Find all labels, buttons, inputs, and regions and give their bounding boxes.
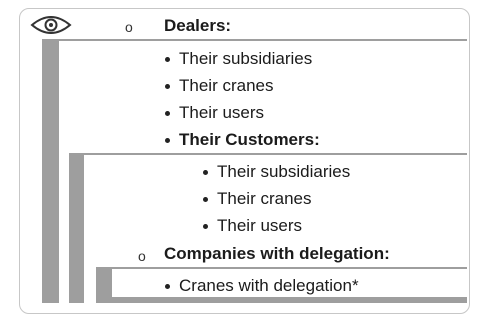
bullet-dot [165,284,170,289]
dealers-item-subsidiaries: Their subsidiaries [179,49,313,68]
tree-bar-level-1 [42,40,59,303]
dealers-item-cranes: Their cranes [179,76,274,95]
bullet-dot [165,138,170,143]
delegation-marker: o [138,248,146,264]
permission-tree-card [19,8,470,314]
tree-bar-level-2 [69,154,84,303]
delegation-item-cranes: Cranes with delegation* [179,276,359,295]
dealers-heading: Dealers: [164,16,232,35]
bullet-dot [165,84,170,89]
customers-item-subsidiaries: Their subsidiaries [217,162,351,181]
dealers-marker: o [125,19,133,35]
dealers-separator [42,39,467,41]
bullet-dot [165,111,170,116]
bullet-dot [165,57,170,62]
bullet-dot [203,170,208,175]
eye-icon[interactable] [30,13,72,37]
customers-item-users: Their users [217,216,303,235]
customers-heading: Their Customers: [179,130,320,149]
customers-separator [69,153,467,155]
delegation-separator [96,267,467,269]
bullet-dot [203,197,208,202]
dealers-item-users: Their users [179,103,265,122]
tree-bar-level-3 [96,268,112,303]
customers-item-cranes: Their cranes [217,189,312,208]
delegation-heading: Companies with delegation: [164,244,390,263]
bullet-dot [203,224,208,229]
tree-bar-bottom [112,297,467,303]
